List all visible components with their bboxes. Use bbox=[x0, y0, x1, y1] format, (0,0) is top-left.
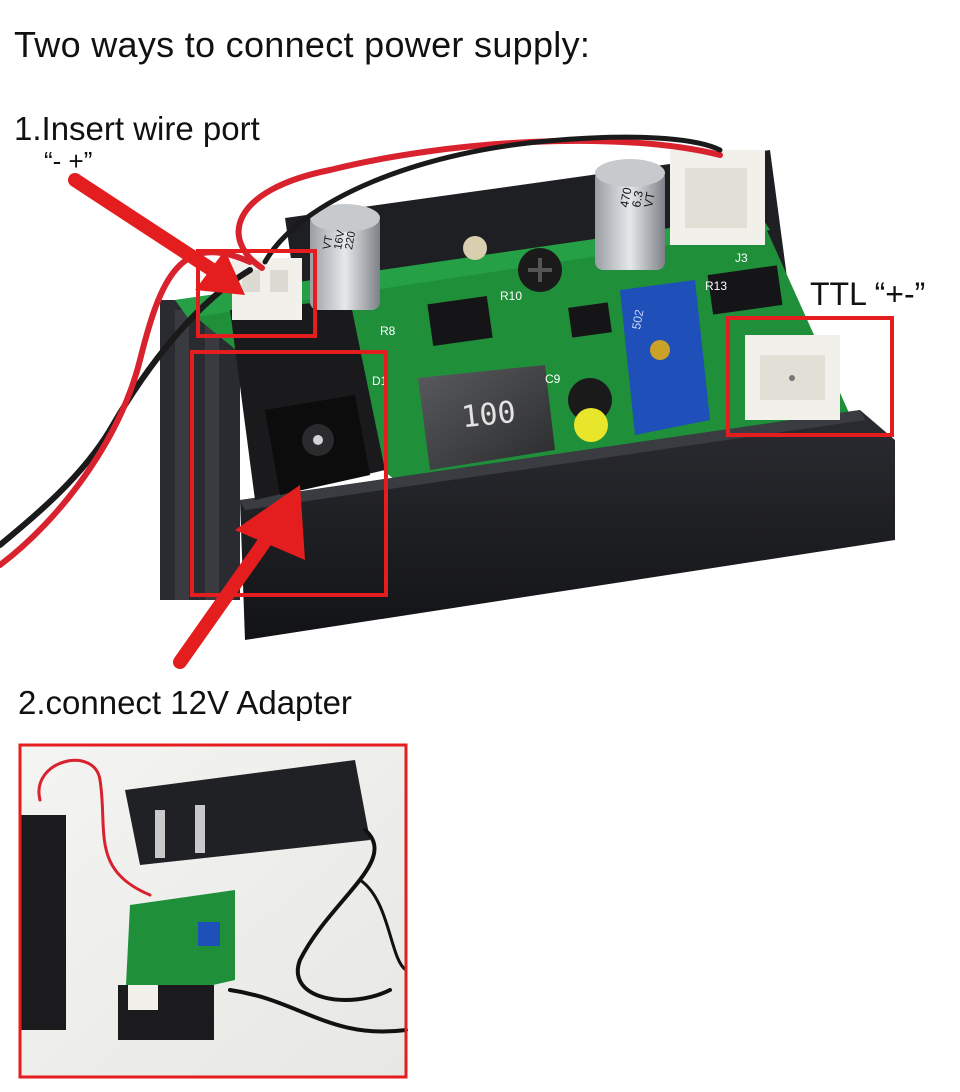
silkscreen-labels: J3 R13 R10 R8 C9 D1 bbox=[372, 251, 748, 388]
label-r13: R13 bbox=[705, 279, 727, 293]
svg-text:VT: VT bbox=[641, 190, 658, 208]
method1-label: 1.Insert wire port bbox=[14, 110, 260, 147]
wire-port-highlight bbox=[196, 249, 317, 338]
power-adapter bbox=[125, 760, 370, 865]
heatsink-front bbox=[240, 410, 895, 640]
capacitor-large: 470 6.3 VT bbox=[595, 159, 665, 270]
label-j3: J3 bbox=[735, 251, 748, 265]
arrow-to-dc-jack bbox=[173, 485, 305, 669]
svg-text:470: 470 bbox=[617, 186, 634, 208]
arrow-to-wire-port bbox=[68, 173, 245, 295]
svg-text:16V: 16V bbox=[332, 229, 347, 251]
trim-pot bbox=[463, 236, 487, 260]
label-r8: R8 bbox=[380, 324, 396, 338]
ic-chip-3 bbox=[568, 302, 612, 338]
method2-label: 2.connect 12V Adapter bbox=[18, 684, 352, 721]
ic-chip-2 bbox=[707, 265, 783, 315]
svg-text:VT: VT bbox=[321, 234, 335, 250]
ic-chip-1 bbox=[427, 296, 493, 346]
wire-port-connector bbox=[232, 258, 302, 320]
inset-heatsink bbox=[20, 815, 66, 1030]
inset-frame bbox=[18, 743, 408, 1079]
label-d1: D1 bbox=[372, 374, 388, 388]
inductor: 100 bbox=[418, 365, 555, 470]
inset-driver-board bbox=[125, 890, 235, 1005]
yellow-led bbox=[574, 408, 608, 442]
ttl-highlight bbox=[726, 316, 894, 437]
adapter-inset-photo bbox=[18, 743, 408, 1079]
svg-text:502: 502 bbox=[629, 308, 646, 330]
label-c9: C9 bbox=[545, 372, 561, 386]
dc-jack-highlight bbox=[190, 350, 388, 597]
page-title: Two ways to connect power supply: bbox=[14, 24, 591, 65]
method1-polarity: “- +” bbox=[44, 146, 93, 176]
screw-bottom bbox=[568, 378, 612, 422]
capacitor-small: 220 16V VT bbox=[310, 204, 380, 310]
label-r10: R10 bbox=[500, 289, 522, 303]
ttl-label: TTL “+-” bbox=[810, 276, 926, 312]
top-connector bbox=[670, 150, 765, 245]
svg-text:220: 220 bbox=[343, 230, 358, 250]
annotations bbox=[190, 249, 894, 597]
svg-text:100: 100 bbox=[460, 395, 518, 435]
potentiometer: 502 bbox=[620, 280, 710, 435]
svg-text:6.3: 6.3 bbox=[629, 189, 646, 208]
ttl-connector bbox=[745, 335, 840, 420]
